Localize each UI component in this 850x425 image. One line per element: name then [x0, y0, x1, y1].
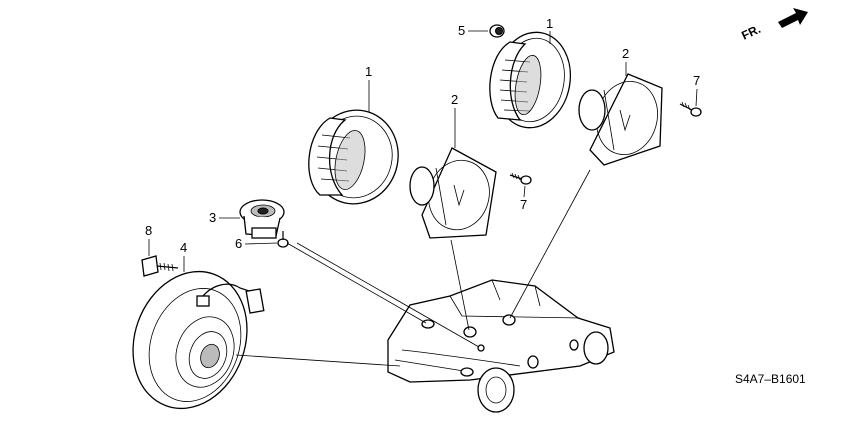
- callout-6: 6: [235, 236, 242, 251]
- callout-7-right: 7: [693, 73, 700, 88]
- callout-7-middle: 7: [520, 197, 527, 212]
- callout-4: 4: [180, 240, 187, 255]
- speaker-housing-middle: [308, 109, 399, 205]
- bolt-part-8: [141, 255, 179, 277]
- speaker-middle: [409, 147, 497, 239]
- callout-1-middle: 1: [365, 64, 372, 79]
- diagram-code: S4A7–B1601: [735, 372, 806, 386]
- leader-lines: [235, 169, 591, 367]
- screw-part-7-right: [679, 101, 702, 117]
- speaker-upper-right: [578, 73, 663, 166]
- vehicle-body: [387, 279, 615, 413]
- woofer-part-4: [132, 270, 265, 410]
- clip-part-5: [489, 24, 505, 38]
- callout-5: 5: [458, 23, 465, 38]
- speaker-housing-upper: [489, 31, 572, 129]
- callout-2-right: 2: [622, 46, 629, 61]
- front-label: FR.: [739, 22, 762, 43]
- callout-1-upper: 1: [546, 16, 553, 31]
- screw-part-6: [277, 231, 289, 248]
- callout-3: 3: [209, 210, 216, 225]
- callout-2-middle: 2: [451, 92, 458, 107]
- tweeter-part-3: [239, 199, 285, 239]
- front-arrow-icon: [778, 8, 808, 28]
- screw-part-7-middle: [509, 172, 532, 185]
- callout-8: 8: [145, 223, 152, 238]
- front-direction-indicator: FR.: [739, 8, 808, 43]
- callout-labels: 1 1 2 2 5 3 6 7 7 8 4: [145, 16, 700, 272]
